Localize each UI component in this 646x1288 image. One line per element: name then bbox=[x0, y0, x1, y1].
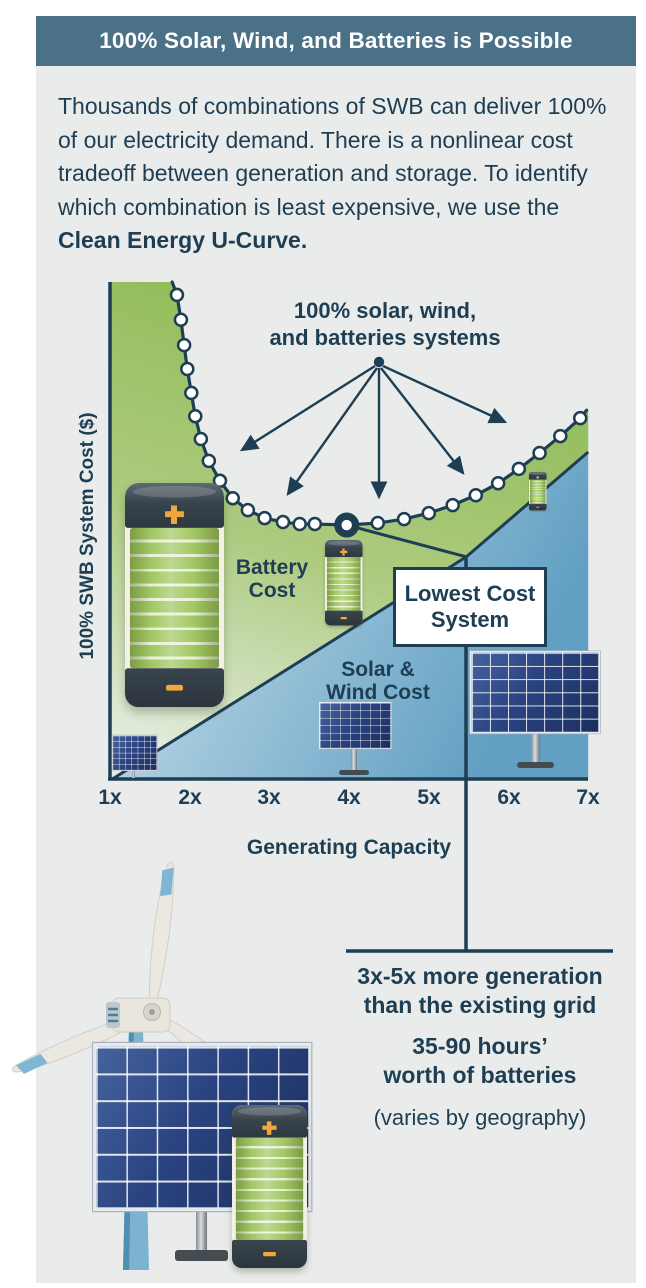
callout-batteries-line1: 35-90 hours’ bbox=[412, 1033, 548, 1059]
callout-generation-line1: 3x-5x more generation bbox=[357, 963, 603, 989]
chart-annotation: 100% solar, wind, and batteries systems bbox=[269, 298, 501, 350]
battery-icon-large bbox=[125, 483, 224, 708]
tick-label: 4x bbox=[337, 786, 361, 809]
curve-dot bbox=[553, 428, 568, 444]
curve-dot bbox=[240, 502, 256, 518]
minimum-connector-line bbox=[346, 523, 467, 559]
solar-panel-icon-small bbox=[111, 734, 158, 771]
minus-icon bbox=[536, 506, 540, 508]
battery-icon-bottom bbox=[232, 1105, 307, 1269]
plus-icon bbox=[262, 1121, 277, 1135]
curve-dot bbox=[307, 516, 323, 532]
intro-line: which combination is least expensive, we… bbox=[58, 193, 560, 220]
intro-bold-line: Clean Energy U-Curve. bbox=[58, 227, 308, 253]
curve-dot bbox=[490, 476, 506, 491]
curve-dot bbox=[188, 408, 203, 424]
curve-dot bbox=[275, 514, 291, 530]
panel-pole bbox=[196, 1209, 207, 1253]
tick-label: 2x bbox=[178, 786, 202, 809]
solar-panel-icon-medium bbox=[318, 701, 392, 750]
panel-pole bbox=[132, 769, 135, 778]
lowest-cost-system-box: Lowest Cost System bbox=[393, 567, 547, 647]
battery-icon-medium bbox=[325, 540, 363, 626]
plus-icon bbox=[165, 505, 184, 524]
page-title: 100% Solar, Wind, and Batteries is Possi… bbox=[99, 28, 573, 53]
lowest-cost-marker bbox=[334, 512, 360, 538]
minus-icon bbox=[340, 617, 347, 620]
tick-label: 6x bbox=[497, 786, 521, 809]
panel-pole-foot bbox=[175, 1250, 228, 1261]
header-bar: 100% Solar, Wind, and Batteries is Possi… bbox=[36, 16, 636, 66]
solar-wind-cost-label: Solar & Wind Cost bbox=[326, 658, 430, 704]
curve-dot bbox=[396, 511, 412, 527]
battery-icon-small bbox=[529, 472, 547, 511]
panel-pole bbox=[531, 733, 540, 765]
intro-line: Thousands of combinations of SWB can del… bbox=[58, 93, 607, 119]
tick-label: 5x bbox=[417, 786, 441, 809]
annotation-arrows bbox=[239, 356, 508, 500]
curve-dot bbox=[370, 515, 386, 531]
minus-icon bbox=[166, 684, 183, 691]
solar-wind-cost-area bbox=[112, 451, 589, 779]
panel-pole-foot bbox=[517, 762, 554, 768]
panel-pole bbox=[351, 748, 357, 772]
x-axis-label: Generating Capacity bbox=[246, 836, 452, 859]
tick-label: 7x bbox=[576, 786, 600, 809]
minus-icon bbox=[263, 1251, 276, 1257]
curve-dot bbox=[292, 516, 307, 532]
curve-dot bbox=[193, 431, 209, 447]
battery-cost-label: Battery Cost bbox=[235, 556, 309, 602]
plus-icon bbox=[536, 475, 540, 480]
intro-line: of our electricity demand. There is a no… bbox=[58, 126, 573, 153]
plus-icon bbox=[340, 548, 348, 556]
u-curve-line bbox=[170, 280, 589, 527]
curve-dot bbox=[572, 410, 588, 426]
callout-generation-line2: than the existing grid bbox=[363, 992, 597, 1018]
tick-label: 1x bbox=[98, 786, 122, 809]
callout-note: (varies by geography) bbox=[373, 1105, 587, 1130]
callout-batteries-line2: worth of batteries bbox=[383, 1062, 577, 1088]
intro-paragraph: Thousands of combinations of SWB can del… bbox=[58, 90, 607, 258]
arrow-origin-dot bbox=[373, 356, 385, 368]
curve-dot bbox=[173, 312, 189, 328]
tick-label: 3x bbox=[257, 786, 281, 809]
solar-panel-icon-large bbox=[469, 650, 601, 735]
curve-dot bbox=[225, 490, 240, 506]
curve-dot bbox=[511, 461, 527, 477]
curve-dot bbox=[445, 497, 460, 513]
curve-dot bbox=[532, 445, 547, 461]
panel-pole-foot bbox=[339, 770, 369, 775]
curve-dot bbox=[176, 337, 192, 353]
curve-dot bbox=[257, 510, 272, 526]
curve-dot bbox=[180, 361, 195, 377]
intro-line: tradeoff between generation and storage.… bbox=[58, 160, 588, 186]
curve-dot bbox=[184, 385, 199, 401]
y-axis-label: 100% SWB System Cost ($) bbox=[77, 412, 98, 660]
curve-dot bbox=[201, 453, 217, 469]
curve-dot bbox=[169, 287, 185, 303]
curve-dot bbox=[468, 487, 484, 503]
curve-dot bbox=[421, 505, 437, 521]
